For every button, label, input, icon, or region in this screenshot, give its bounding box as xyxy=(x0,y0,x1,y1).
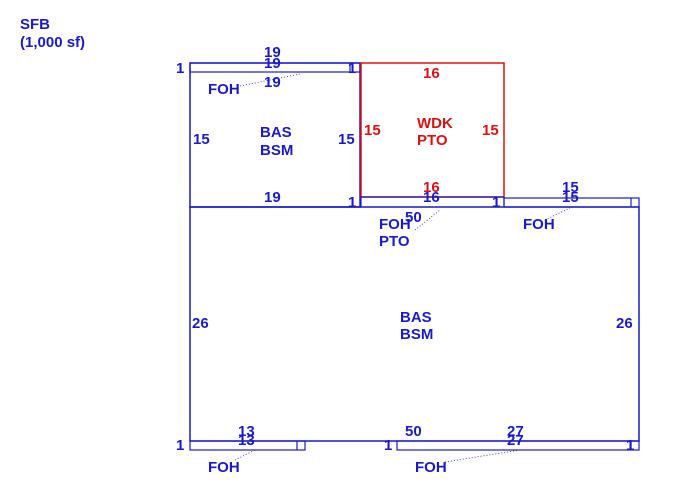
foh-label-upper-right: FOH xyxy=(523,216,555,233)
dim-main-bottom: 50 xyxy=(405,423,422,440)
dim-ll-one: 1 xyxy=(176,437,184,454)
dim-lr-top-outer: 27 xyxy=(507,423,524,440)
dim-ul-overhang-left: 1 xyxy=(176,60,184,77)
dim-main-right: 26 xyxy=(616,315,633,332)
foh-pto-code: FOH xyxy=(379,216,411,233)
dim-ur-top-outer: 15 xyxy=(562,179,579,196)
deck-code: WDK xyxy=(417,115,453,132)
foh-label-upper-left: FOH xyxy=(208,81,240,98)
lower-left-foh-strip xyxy=(189,440,306,451)
foh-label-lower-right: FOH xyxy=(415,459,447,476)
dim-mid-right-one: 1 xyxy=(492,194,500,211)
main-room-code: BAS xyxy=(400,309,432,326)
lower-right-foh-strip xyxy=(396,440,640,451)
dim-mid-left-one: 1 xyxy=(348,194,356,211)
dim-lr-one-left: 1 xyxy=(384,437,392,454)
dim-ul-top-outer: 19 xyxy=(264,44,281,61)
upper-room-name: BSM xyxy=(260,142,293,159)
sketch-area-total: (1,000 sf) xyxy=(20,34,86,51)
sketch-type-label: SFB xyxy=(20,16,50,33)
dim-deck-bottom-blue: 16 xyxy=(423,189,440,206)
dim-deck-top: 16 xyxy=(423,65,440,82)
upper-room-code: BAS xyxy=(260,124,292,141)
dim-lr-one-right: 1 xyxy=(626,437,634,454)
deck-name: PTO xyxy=(417,132,448,149)
dim-ll-top-inner: 13 xyxy=(238,432,255,449)
foh-leader-line xyxy=(239,73,301,87)
dim-ul-left: 15 xyxy=(193,131,210,148)
dim-ul-right: 15 xyxy=(338,131,355,148)
dim-ur-top-inner: 15 xyxy=(562,189,579,206)
dim-ll-top-outer: 13 xyxy=(238,423,255,440)
main-room-name: BSM xyxy=(400,326,433,343)
dim-ul-top-mid: 19 xyxy=(264,55,281,72)
dim-lr-top-inner: 27 xyxy=(507,432,524,449)
upper-foh-strip xyxy=(189,62,361,73)
foh-label-lower-left: FOH xyxy=(208,459,240,476)
dim-deck-left: 15 xyxy=(364,122,381,139)
dim-ul-overhang-right: 1 xyxy=(348,60,356,77)
dim-ul-top-inner: 19 xyxy=(264,74,281,91)
right-foh-strip xyxy=(503,197,640,208)
dim-main-left: 26 xyxy=(192,315,209,332)
dim-deck-bottom-red: 16 xyxy=(423,179,440,196)
lower-right-foh-leader xyxy=(444,449,521,463)
lower-left-foh-leader xyxy=(234,449,256,461)
sketch-title: SFB (1,000 sf) xyxy=(20,16,85,52)
dim-deck-right: 15 xyxy=(482,122,499,139)
dim-ul-bottom: 19 xyxy=(264,189,281,206)
foh-pto-name: PTO xyxy=(379,233,410,250)
dim-main-top: 50 xyxy=(405,209,422,226)
